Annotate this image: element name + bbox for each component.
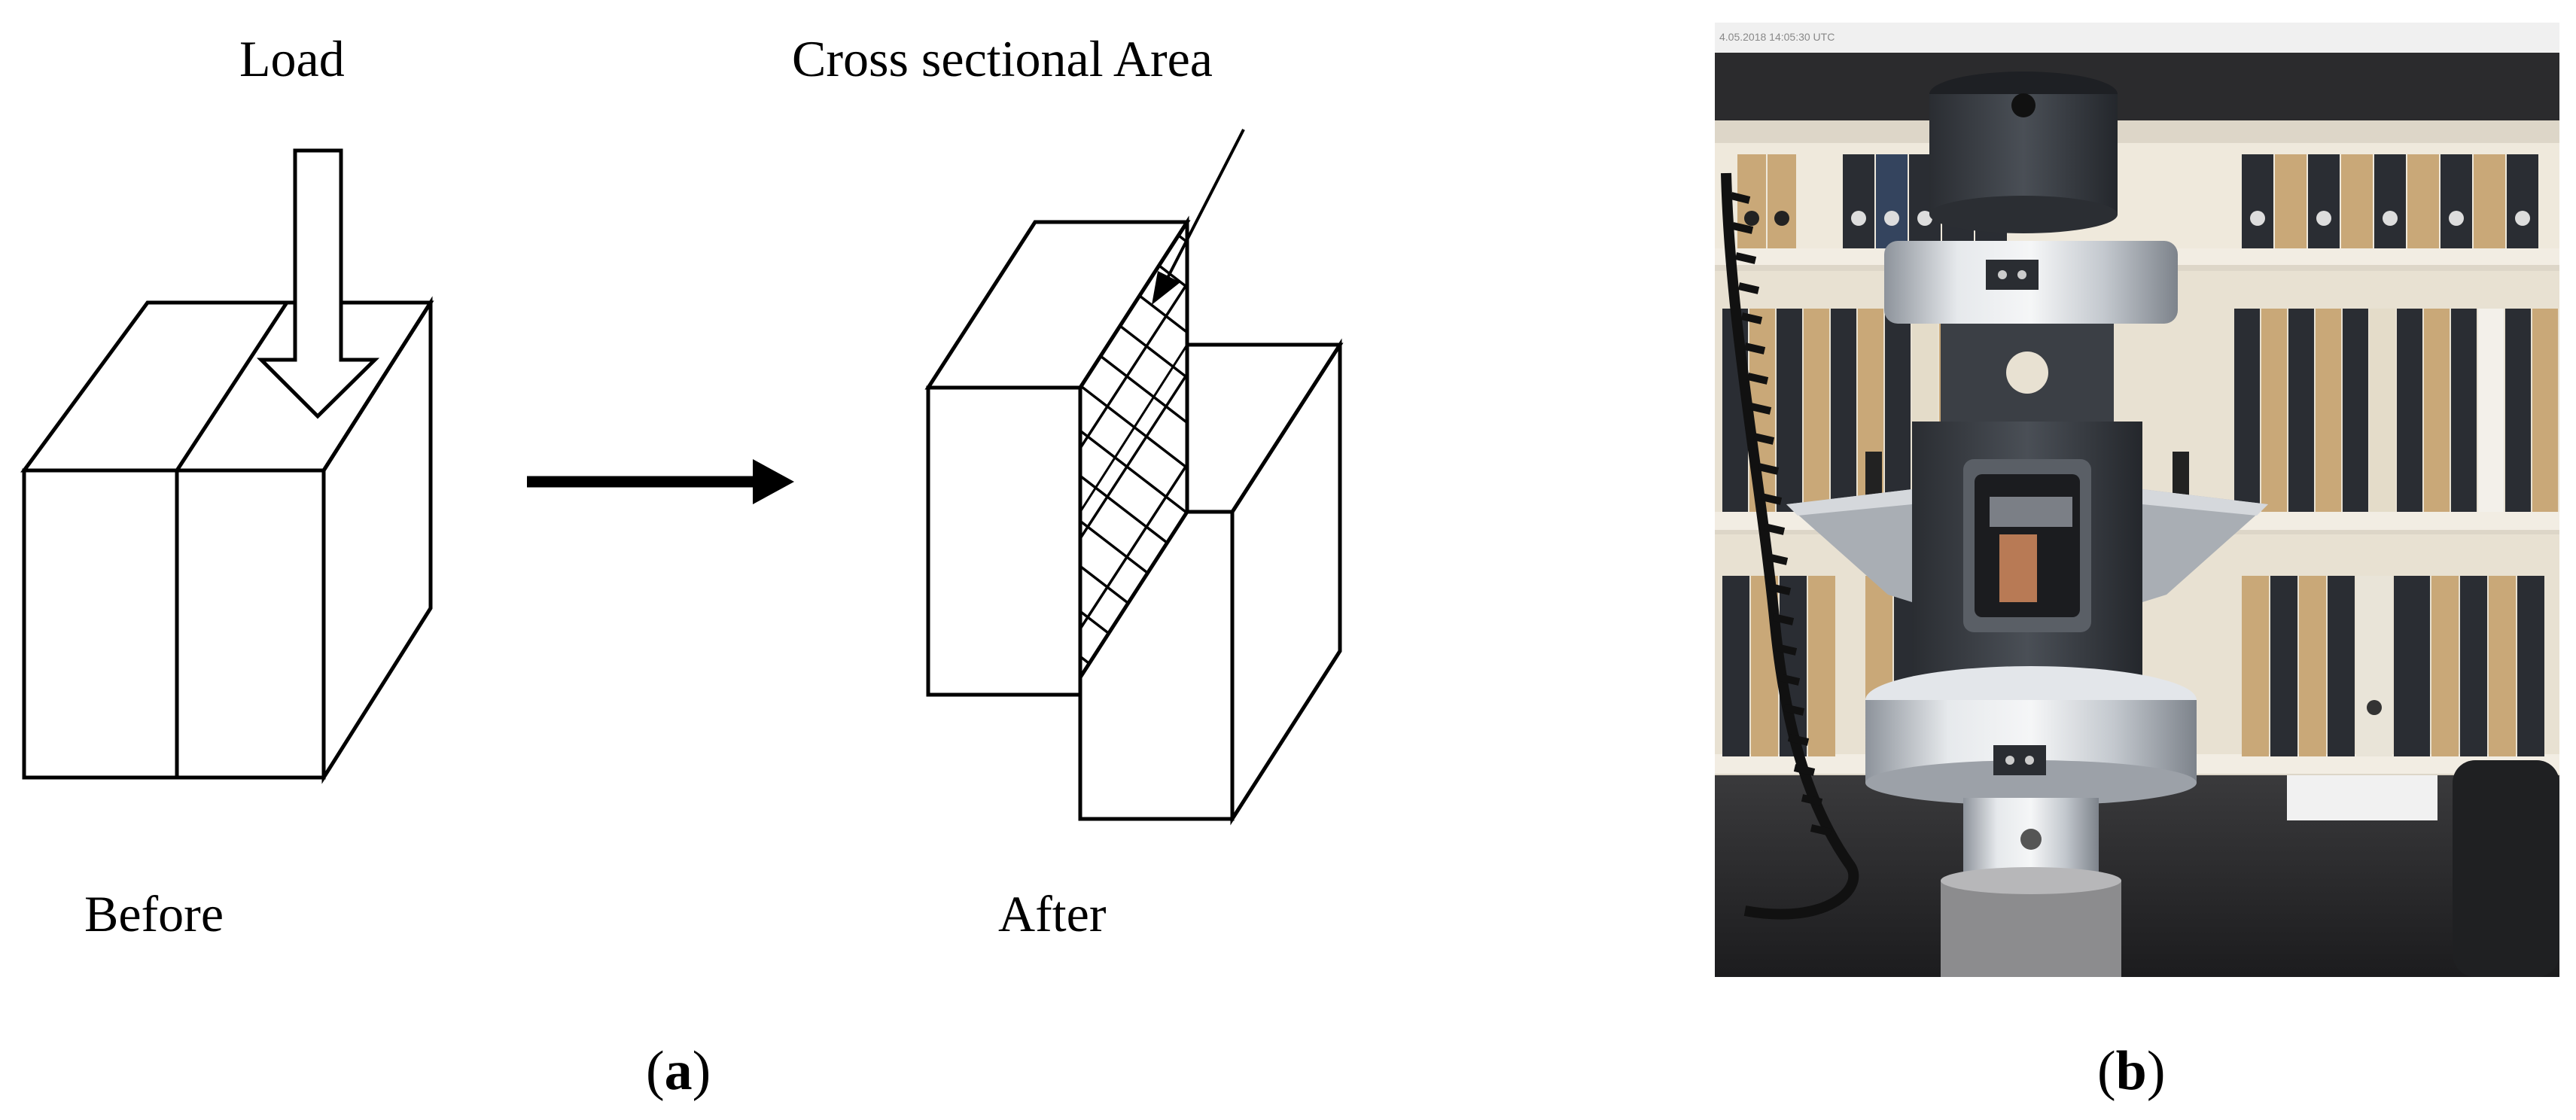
shear-fixture <box>1865 324 2189 708</box>
cross-section-label: Cross sectional Area <box>792 30 1213 87</box>
paper-on-bench <box>2287 775 2437 820</box>
after-block-upper <box>924 220 1191 697</box>
upper-crosshead: 4.05.2018 14:05:30 UTC <box>1715 23 2559 233</box>
after-label: After <box>998 885 1107 942</box>
after-upper-front-face <box>926 385 1082 697</box>
caption-b-letter: b <box>2115 1040 2147 1102</box>
specimen <box>1999 534 2037 602</box>
before-block-front-face <box>22 468 326 780</box>
side-equipment <box>2453 760 2559 977</box>
load-label: Load <box>239 30 345 87</box>
test-machine-photo: 4.05.2018 14:05:30 UTC <box>1715 23 2559 977</box>
upper-platen <box>1884 241 2178 324</box>
coiled-cable <box>1721 172 1859 920</box>
test-machine-illustration: 4.05.2018 14:05:30 UTC <box>1715 23 2559 977</box>
before-label: Before <box>84 885 224 942</box>
before-block <box>20 296 434 784</box>
before-block-side-face <box>321 296 433 784</box>
support-wings <box>1786 489 2268 602</box>
before-block-top-split <box>175 301 289 472</box>
caption-a: (a) <box>646 1040 711 1102</box>
cross-section-pointer-icon <box>1152 129 1245 305</box>
caption-a-letter: a <box>664 1040 693 1102</box>
load-arrow-icon <box>256 148 380 419</box>
lower-actuator <box>1941 798 2121 977</box>
lower-platen <box>1865 666 2197 805</box>
process-arrow-icon <box>527 459 794 504</box>
shear-test-diagram <box>20 129 1344 826</box>
caption-b: (b) <box>2097 1040 2166 1102</box>
before-block-top-face <box>20 300 434 473</box>
photo-watermark: 4.05.2018 14:05:30 UTC <box>1719 31 1835 43</box>
